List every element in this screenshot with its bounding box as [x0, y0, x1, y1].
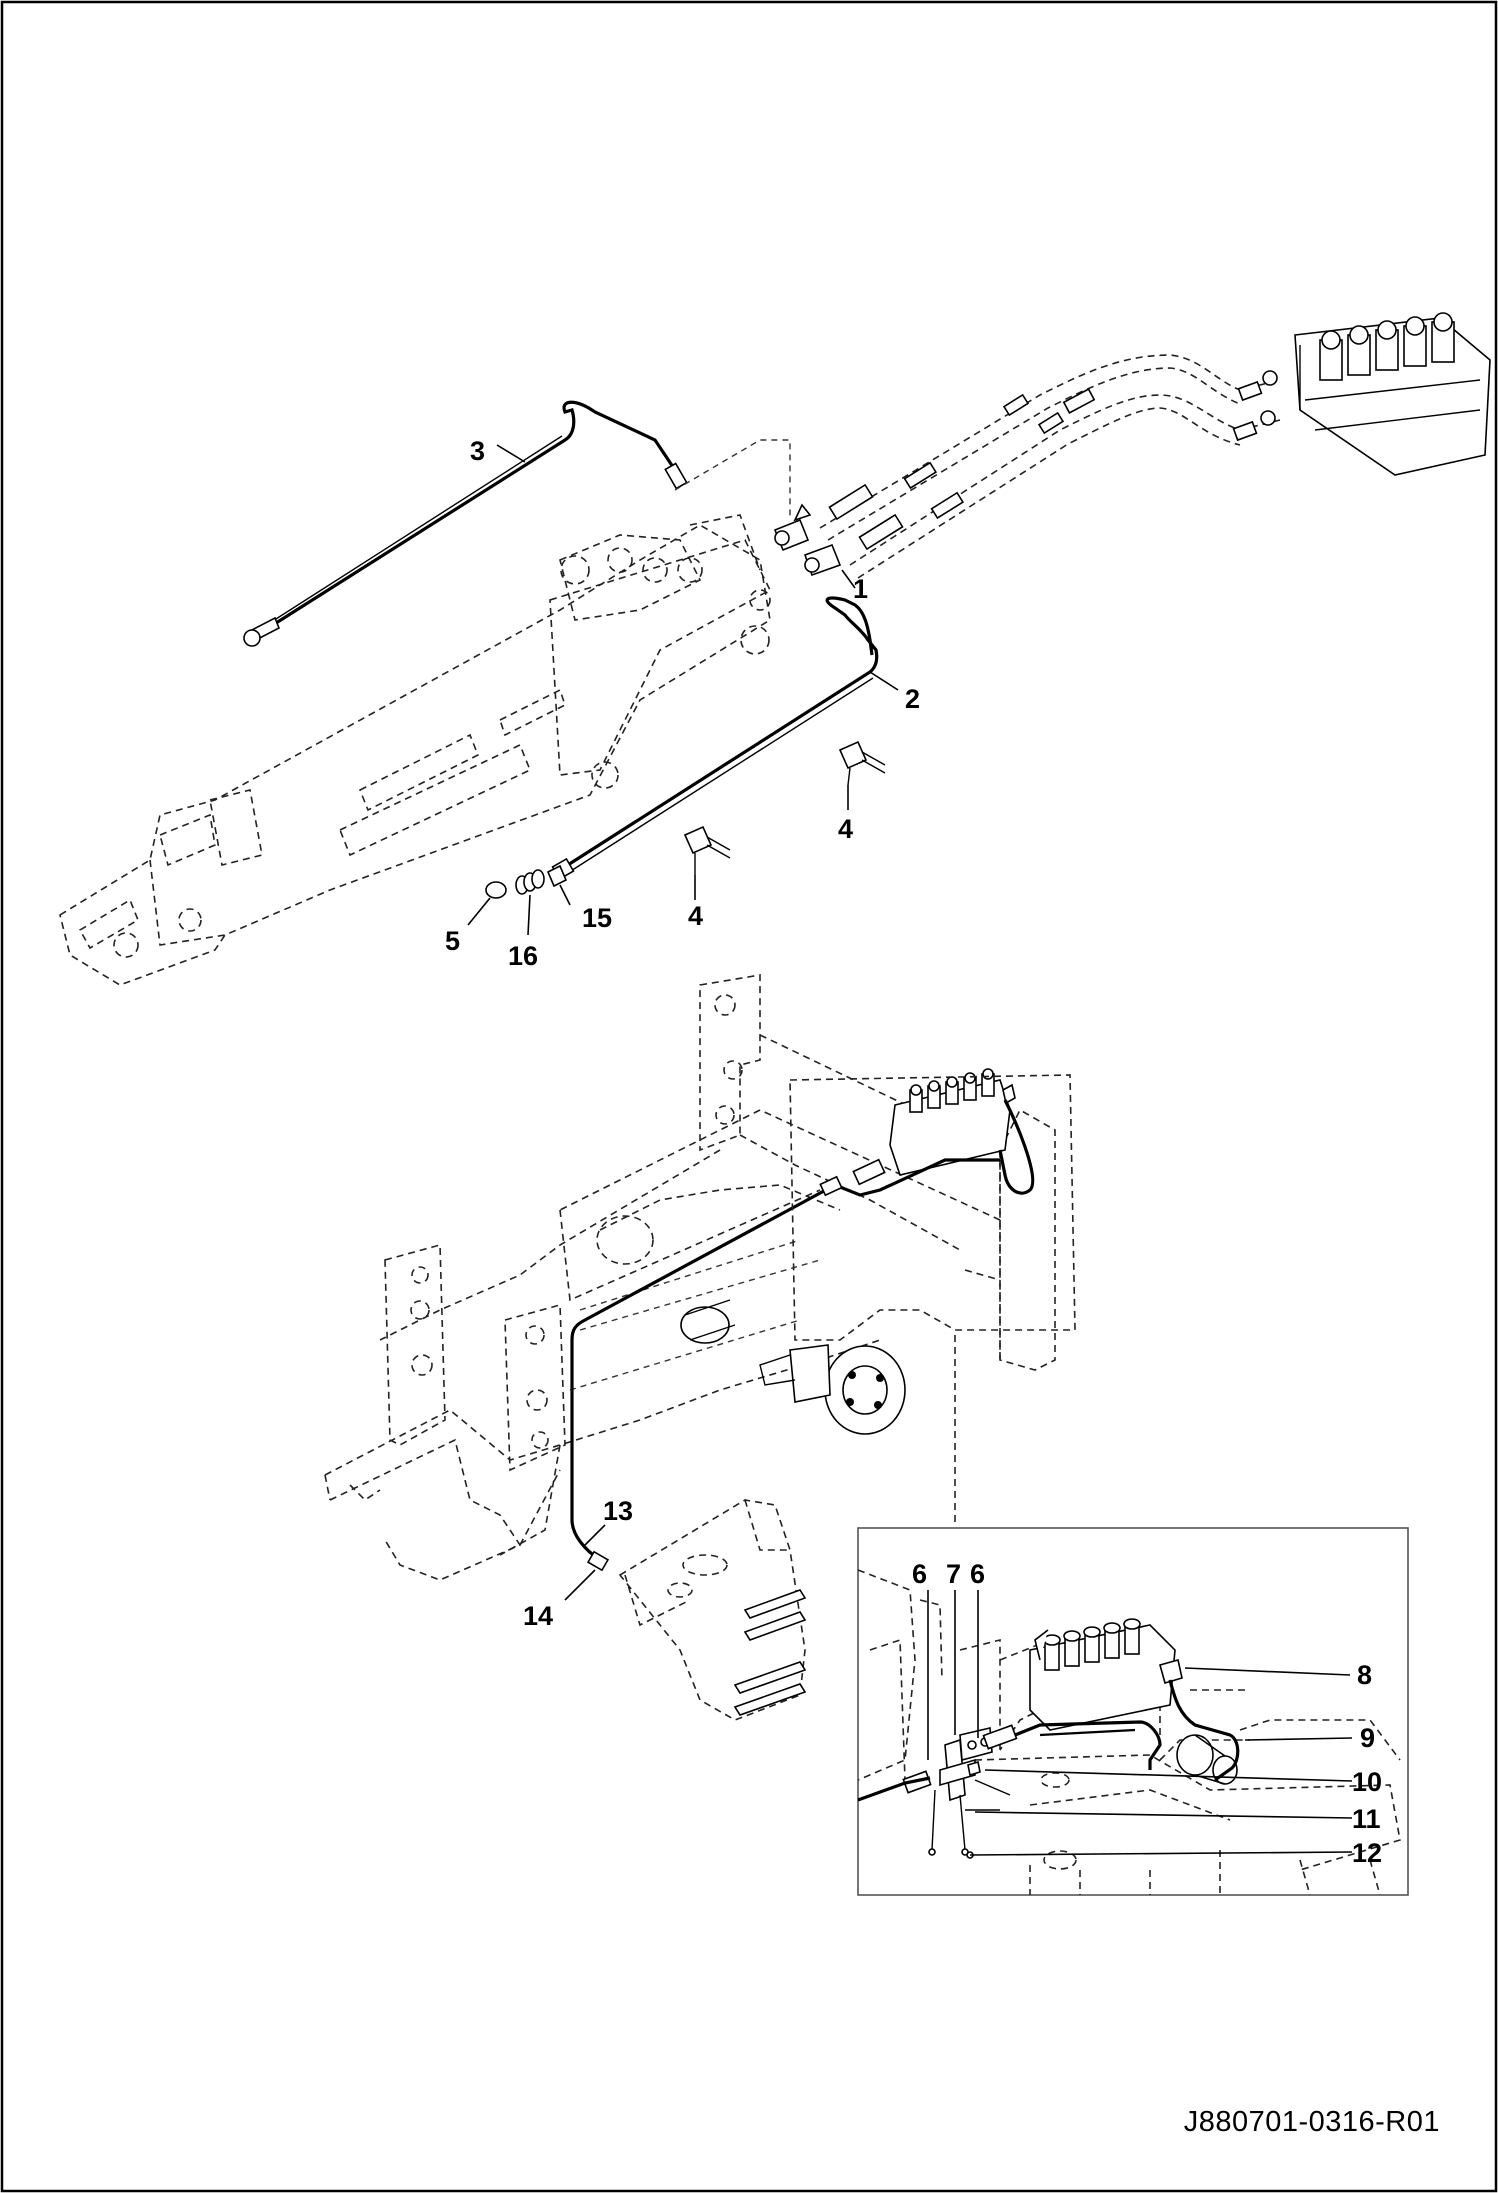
boom-assembly — [59, 514, 772, 986]
callout-5: 5 — [445, 926, 460, 956]
tank — [618, 1499, 807, 1721]
pipe-2 — [551, 596, 879, 881]
leader-1 — [841, 569, 856, 589]
detail-inset-drawing — [857, 1569, 1401, 1896]
leader-5 — [467, 897, 491, 926]
hose-lines — [819, 354, 1281, 579]
callout-1: 1 — [853, 574, 868, 604]
detail-zone-box — [789, 1074, 1076, 1341]
leader-13 — [584, 1524, 606, 1546]
callout-13: 13 — [603, 1496, 633, 1526]
callout-8: 8 — [1357, 1660, 1372, 1690]
callout-10: 10 — [1352, 1767, 1382, 1797]
leader-9 — [1244, 1737, 1353, 1741]
control-valve-top — [1260, 312, 1491, 476]
hose-13 — [570, 1099, 1035, 1572]
callout-6a: 6 — [912, 1559, 927, 1589]
callout-12: 12 — [1352, 1838, 1382, 1868]
leader-10 — [984, 1769, 1353, 1782]
leader-12 — [969, 1851, 1353, 1856]
callout-6b: 6 — [970, 1559, 985, 1589]
callout-3: 3 — [470, 436, 485, 466]
callout-16: 16 — [508, 941, 538, 971]
callout-4a: 4 — [838, 814, 853, 844]
leader-15 — [559, 884, 571, 906]
fittings-5-16-15 — [485, 864, 568, 899]
leader-14 — [564, 1569, 596, 1601]
leader-2 — [869, 671, 899, 691]
callout-15: 15 — [582, 903, 612, 933]
callout-7: 7 — [946, 1559, 961, 1589]
pipe-3 — [243, 400, 688, 647]
leader-11 — [974, 1811, 1353, 1819]
callout-9: 9 — [1360, 1723, 1375, 1753]
fitting-1-group — [773, 503, 842, 577]
callout-4b: 4 — [688, 901, 703, 931]
guide-line-3 — [674, 439, 791, 520]
clamp-4-upper — [838, 740, 886, 786]
control-valve-chassis — [889, 1068, 1016, 1176]
leader-8 — [1184, 1667, 1351, 1676]
callout-11: 11 — [1352, 1804, 1381, 1834]
callout-2: 2 — [905, 684, 920, 714]
drawing-number: J880701-0316-R01 — [1183, 2106, 1440, 2138]
leader-16 — [527, 894, 531, 936]
clamp-4-lower — [683, 825, 731, 875]
leader-3 — [496, 444, 526, 463]
callout-14: 14 — [523, 1601, 553, 1631]
chassis-frame — [324, 974, 1056, 1581]
detail-inset-border — [857, 1527, 1409, 1896]
